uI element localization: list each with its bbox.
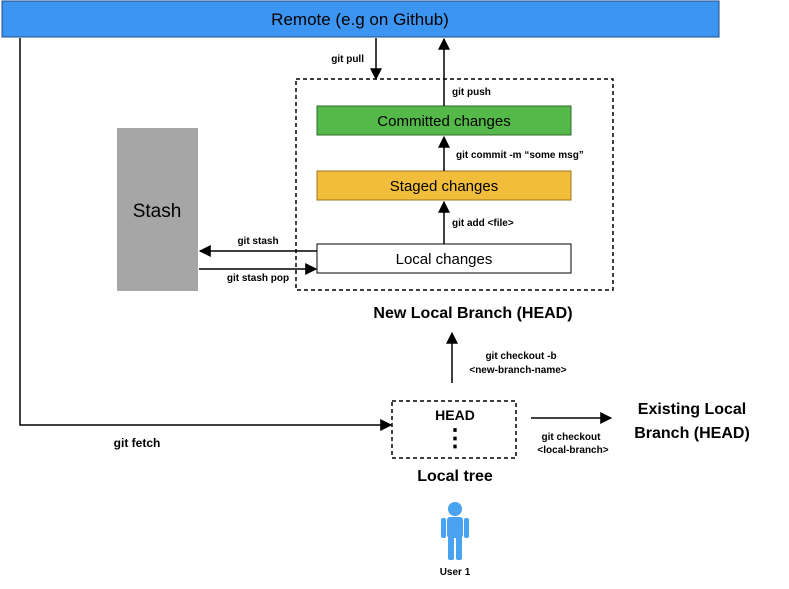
existing-branch-line2: Branch (HEAD): [634, 425, 750, 442]
git-pull-label: git pull: [331, 54, 364, 65]
git-commit-label: git commit -m “some msg”: [456, 150, 584, 161]
new-local-branch-container: [295, 78, 614, 291]
git-add-label: git add <file>: [452, 218, 514, 229]
local-tree-dots: ⋮: [443, 425, 467, 452]
git-checkout-line1: git checkout: [542, 432, 602, 443]
staged-changes-box: [316, 170, 572, 201]
git-checkout-b-line2: <new-branch-name>: [469, 365, 566, 376]
head-label: HEAD: [435, 407, 475, 423]
staged-changes-label: Staged changes: [390, 178, 498, 195]
committed-changes-label: Committed changes: [377, 113, 510, 130]
git-stash-label: git stash: [237, 236, 278, 247]
existing-branch-line1: Existing Local: [638, 401, 746, 418]
remote-label: Remote (e.g on Github): [271, 10, 449, 29]
git-stash-pop-label: git stash pop: [227, 273, 289, 284]
git-push-label: git push: [452, 87, 491, 98]
git-checkout-b-line1: git checkout -b: [485, 351, 556, 362]
local-changes-label: Local changes: [396, 251, 493, 268]
new-local-branch-label: New Local Branch (HEAD): [373, 305, 572, 322]
stash-box: [117, 128, 198, 291]
user-icon: [441, 502, 469, 560]
git-fetch-label: git fetch: [114, 436, 161, 450]
stash-label: Stash: [133, 201, 182, 222]
git-fetch-arrow: [19, 38, 393, 431]
committed-changes-box: [316, 105, 572, 136]
remote-box: [1, 0, 720, 38]
user-label: User 1: [440, 567, 471, 578]
local-tree-label: Local tree: [417, 468, 493, 485]
git-checkout-line2: <local-branch>: [537, 445, 608, 456]
